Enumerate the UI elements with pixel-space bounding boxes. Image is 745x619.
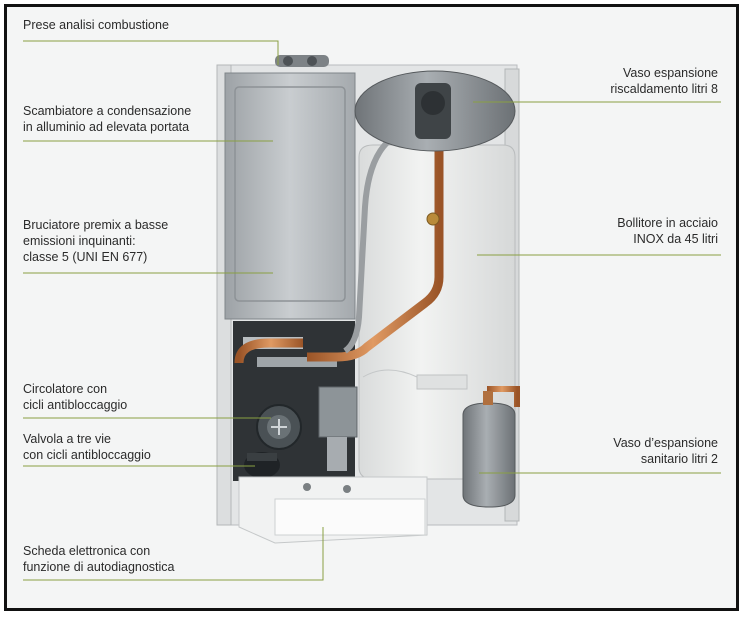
label-storage-tank: Bollitore in acciaio INOX da 45 litri	[617, 216, 718, 246]
label-heating-expansion-vessel: Vaso espansione riscaldamento litri 8	[610, 66, 718, 96]
leader-combustion-ports	[23, 40, 279, 65]
leader-control-board	[23, 527, 324, 581]
label-heat-exchanger: Scambiatore a condensazione in alluminio…	[23, 104, 192, 134]
control-board	[238, 476, 428, 544]
three-way-valve	[244, 452, 280, 478]
boiler-illustration	[23, 40, 721, 581]
label-sanitary-expansion-vessel: Vaso d’espansione sanitario litri 2	[613, 436, 718, 466]
circulator-pump	[256, 404, 302, 450]
combustion-ports	[275, 55, 329, 67]
label-circulator: Circolatore con cicli antibloccaggio	[23, 382, 128, 412]
heating-expansion-vessel	[354, 70, 516, 152]
label-three-way-valve: Valvola a tre vie con cicli antibloccagg…	[23, 432, 151, 462]
hydraulic-group	[233, 321, 358, 481]
label-burner: Bruciatore premix a basse emissioni inqu…	[23, 218, 169, 264]
label-control-board: Scheda elettronica con funzione di autod…	[23, 544, 175, 574]
leader-lines	[23, 40, 721, 581]
label-combustion-ports: Prese analisi combustione	[23, 18, 169, 32]
sanitary-expansion-vessel	[462, 391, 516, 508]
diagram-frame: Prese analisi combustione Scambiatore a …	[4, 4, 739, 611]
copper-pipe	[307, 115, 520, 407]
braided-hose	[343, 130, 403, 354]
heat-exchanger-cover	[224, 72, 356, 320]
